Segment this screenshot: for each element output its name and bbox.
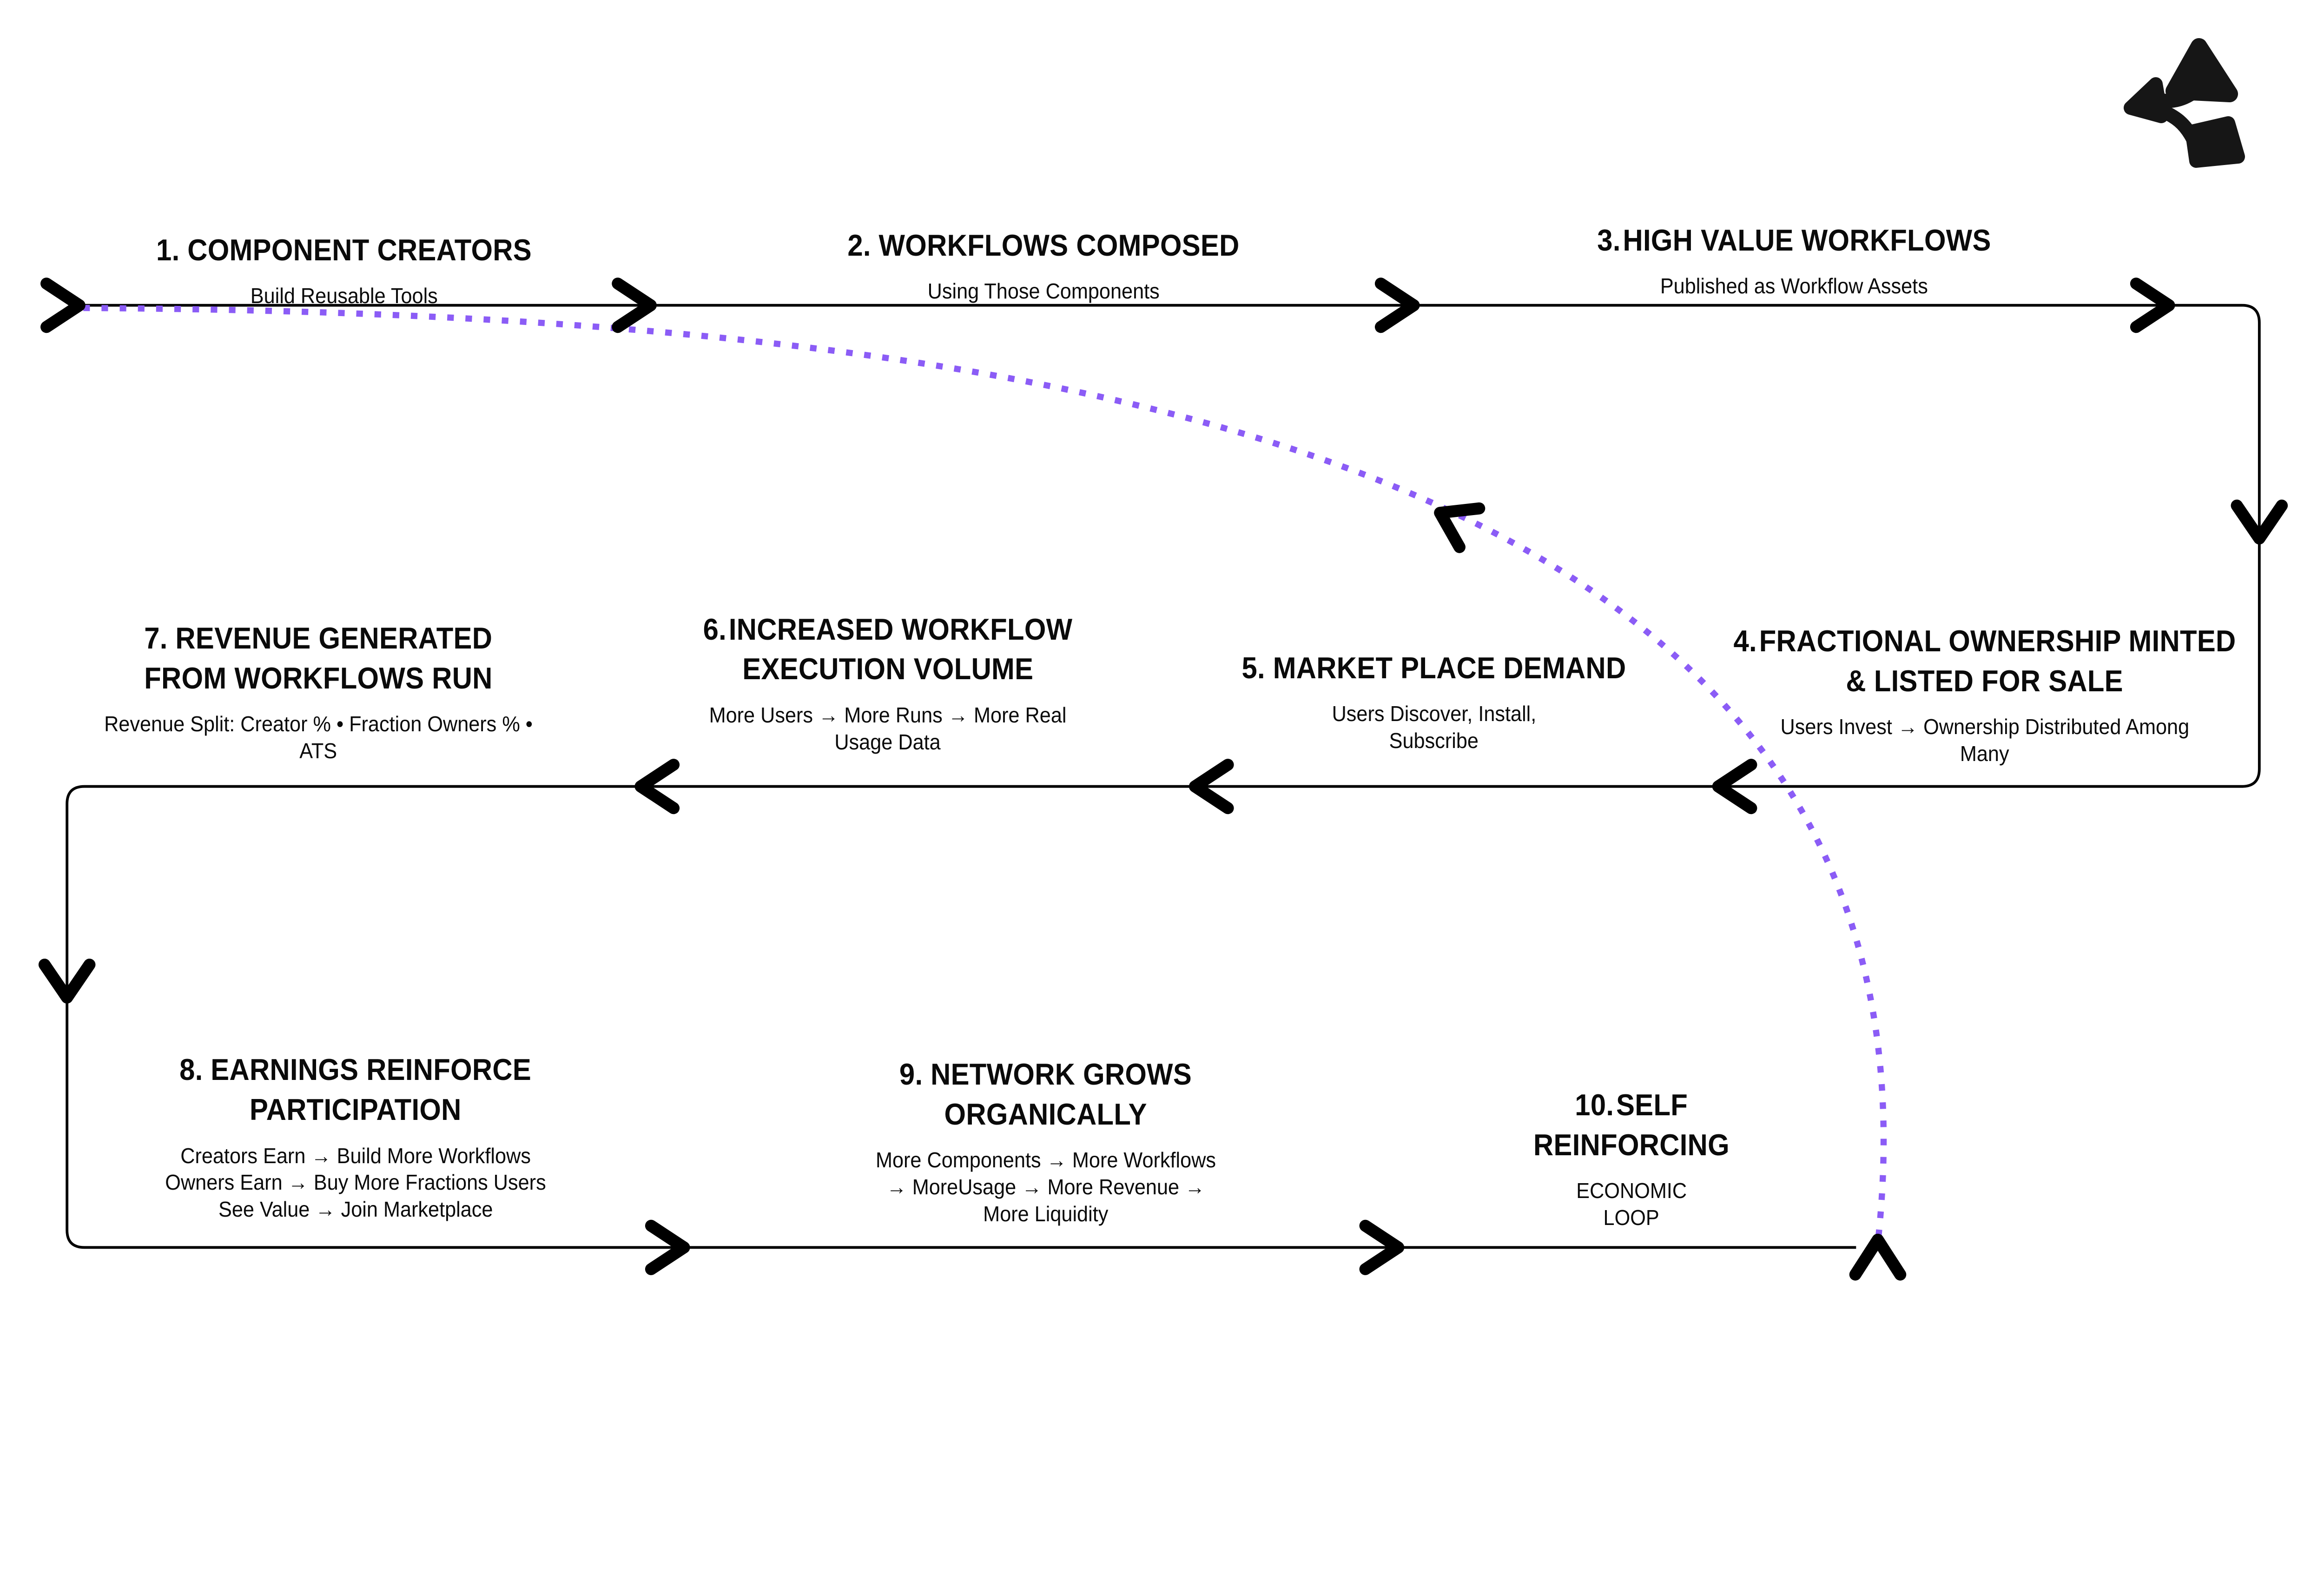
step-subtitle: More Components → More Workflows	[875, 1148, 1216, 1172]
step-subtitle: Revenue Split: Creator % • Fraction Owne…	[104, 712, 533, 736]
step-subtitle: Many	[1960, 741, 2009, 766]
network-share-logo-icon	[2124, 38, 2245, 168]
arrow-chevron-right-top-2	[1374, 278, 1420, 333]
step-6: 6.INCREASED WORKFLOW EXECUTION VOLUME Mo…	[687, 609, 1089, 756]
arrow-chevron-up-end	[1849, 1233, 1907, 1281]
step-10: 10.SELF REINFORCING ECONOMIC LOOP	[1525, 1085, 1738, 1231]
step-subtitle: Using Those Components	[927, 279, 1160, 304]
step-subtitle: Users Discover, Install,	[1332, 701, 1536, 726]
step-subtitle: ECONOMIC	[1576, 1178, 1687, 1203]
arrow-chevron-right-bottom-1	[645, 1219, 690, 1275]
step-subtitle: Build Reusable Tools	[250, 284, 438, 308]
step-subtitle: Users Invest → Ownership Distributed Amo…	[1780, 715, 2189, 739]
loop-back-dotted-curve	[83, 305, 1887, 1237]
step-number: 5.	[1241, 650, 1265, 685]
arrow-chevron-right-top-1	[612, 278, 657, 333]
step-number: 7.	[144, 621, 168, 655]
step-number: 4.	[1733, 623, 1757, 658]
step-subtitle: More Liquidity	[983, 1202, 1109, 1226]
step-number: 2.	[847, 228, 871, 263]
step-title: REINFORCING	[1533, 1128, 1730, 1162]
step-title: 7.REVENUE GENERATED	[91, 618, 547, 658]
arrow-chevron-right-bottom-2	[1359, 1219, 1405, 1275]
step-number: 8.	[179, 1053, 203, 1087]
arrow-chevron-left-mid-1	[1712, 759, 1757, 814]
step-title: 9.NETWORK GROWS	[865, 1054, 1227, 1094]
step-title: 10.SELF	[1525, 1085, 1738, 1125]
step-number: 10.	[1575, 1088, 1614, 1122]
step-title: PARTICIPATION	[250, 1092, 462, 1127]
step-title: 1.COMPONENT CREATORS	[140, 230, 548, 270]
step-subtitle: More Users → More Runs → More Real	[709, 702, 1067, 727]
step-number: 1.	[156, 233, 180, 267]
step-number: 6.	[703, 612, 727, 646]
step-subtitle: LOOP	[1603, 1205, 1660, 1230]
step-subtitle: Usage Data	[834, 729, 941, 754]
step-3: 3.HIGH VALUE WORKFLOWS Published as Work…	[1580, 220, 2008, 300]
economic-loop-diagram: 1.COMPONENT CREATORS Build Reusable Tool…	[38, 38, 2288, 1281]
arrow-chevron-down-right	[2231, 499, 2288, 545]
arrow-chevron-down-left	[38, 959, 96, 1004]
step-subtitle: Subscribe	[1389, 728, 1479, 753]
step-title: & LISTED FOR SALE	[1846, 663, 2124, 698]
step-title: 2.WORKFLOWS COMPOSED	[831, 225, 1257, 265]
curve-arrow-chevron	[1434, 502, 1486, 553]
step-5: 5.MARKET PLACE DEMAND Users Discover, In…	[1225, 648, 1643, 755]
step-subtitle: ATS	[299, 739, 337, 763]
step-title: 3.HIGH VALUE WORKFLOWS	[1580, 220, 2008, 260]
arrow-chevron-right-top-3	[2130, 278, 2175, 333]
step-title: 8.EARNINGS REINFORCE	[153, 1050, 558, 1090]
step-title: 6.INCREASED WORKFLOW	[687, 609, 1089, 649]
step-title: FROM WORKFLOWS RUN	[144, 661, 493, 695]
step-title: 4.FRACTIONAL OWNERSHIP MINTED	[1711, 621, 2258, 661]
step-number: 3.	[1597, 223, 1621, 257]
step-title: EXECUTION VOLUME	[742, 652, 1034, 686]
arrow-chevron-right-start	[40, 278, 86, 333]
step-subtitle: Published as Workflow Assets	[1660, 274, 1928, 298]
step-subtitle: Owners Earn → Buy More Fractions Users	[165, 1170, 546, 1195]
step-4: 4.FRACTIONAL OWNERSHIP MINTED & LISTED F…	[1711, 621, 2258, 768]
step-title: ORGANICALLY	[944, 1097, 1148, 1132]
arrow-chevron-left-mid-2	[1188, 759, 1234, 814]
step-title: 5.MARKET PLACE DEMAND	[1225, 648, 1643, 688]
step-8: 8.EARNINGS REINFORCE PARTICIPATION Creat…	[153, 1050, 558, 1223]
step-subtitle: See Value → Join Marketplace	[218, 1197, 493, 1222]
step-1: 1.COMPONENT CREATORS Build Reusable Tool…	[140, 230, 548, 310]
arrow-chevron-left-mid-3	[634, 759, 680, 814]
step-subtitle: → MoreUsage → More Revenue →	[886, 1175, 1205, 1199]
step-2: 2.WORKFLOWS COMPOSED Using Those Compone…	[831, 225, 1257, 305]
step-number: 9.	[899, 1057, 923, 1092]
step-7: 7.REVENUE GENERATED FROM WORKFLOWS RUN R…	[91, 618, 547, 765]
step-9: 9.NETWORK GROWS ORGANICALLY More Compone…	[865, 1054, 1227, 1228]
step-subtitle: Creators Earn → Build More Workflows	[180, 1143, 531, 1168]
flow-connector-path	[66, 304, 2261, 1249]
flow-connector-layer	[38, 278, 2288, 1281]
